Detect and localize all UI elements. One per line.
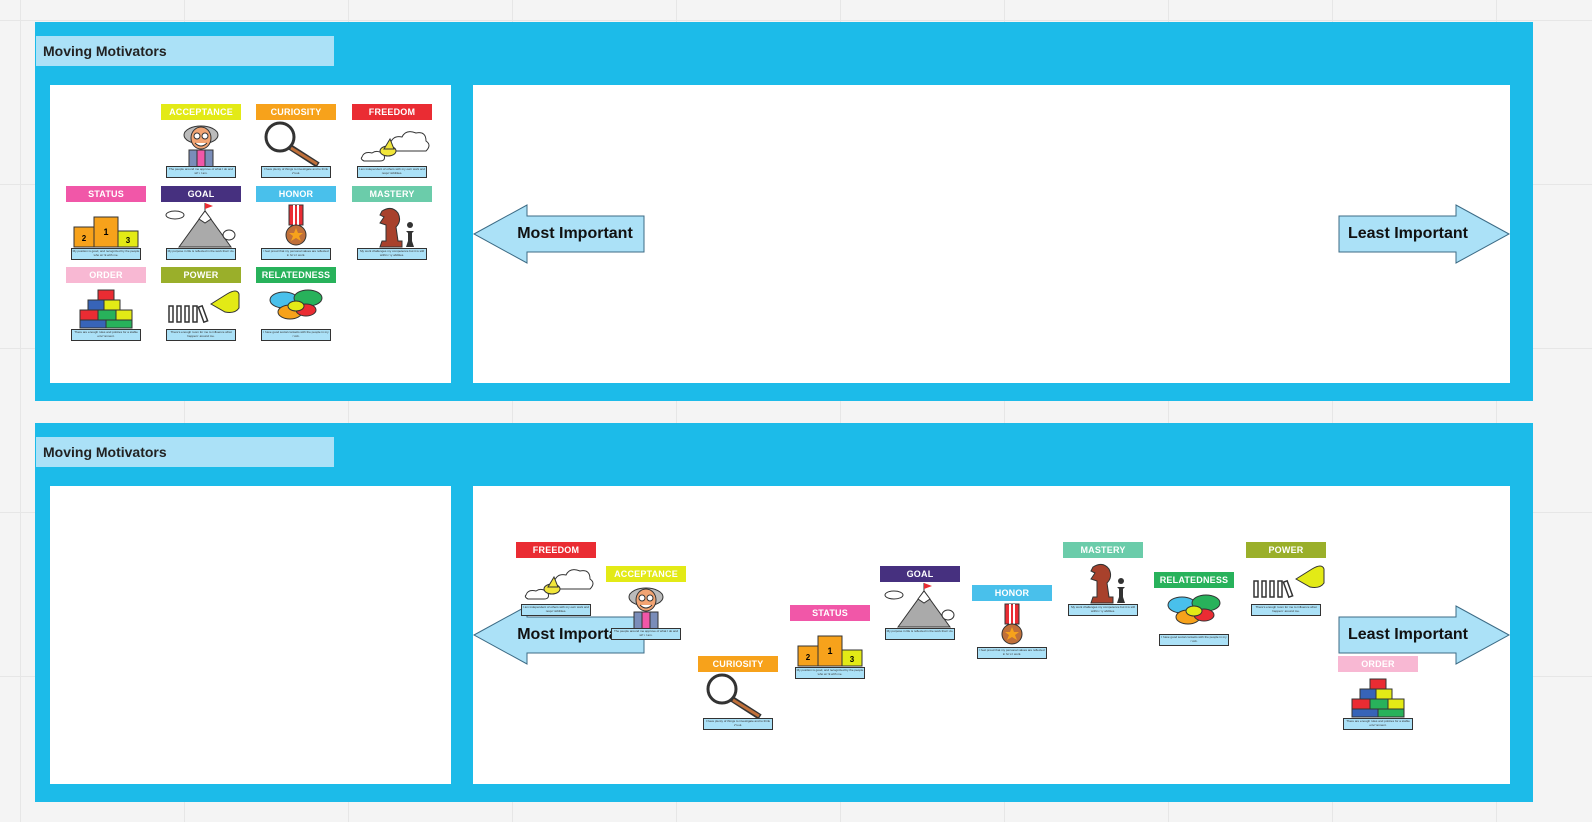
power-icon bbox=[1246, 559, 1326, 605]
card-label: STATUS bbox=[790, 605, 870, 621]
card-label: STATUS bbox=[66, 186, 146, 202]
card-description: I feel proud that my personal values are… bbox=[261, 248, 331, 260]
card-description: I have good social contacts with the peo… bbox=[261, 329, 331, 341]
card-label: CURIOSITY bbox=[698, 656, 778, 672]
card-deck-panel bbox=[50, 486, 451, 784]
card-label: POWER bbox=[1246, 542, 1326, 558]
card-label: GOAL bbox=[880, 566, 960, 582]
svg-text:1: 1 bbox=[103, 227, 108, 237]
ranking-panel bbox=[473, 85, 1510, 383]
card-description: My position is good, and recognized by t… bbox=[795, 667, 865, 679]
acceptance-icon bbox=[161, 121, 241, 168]
motivator-card-freedom[interactable]: FREEDOM I am independent of others with … bbox=[352, 104, 432, 186]
motivator-card-status[interactable]: STATUS 1 2 3 My position is good, and re… bbox=[790, 605, 870, 687]
motivator-card-acceptance[interactable]: ACCEPTANCE The people around me approve … bbox=[606, 566, 686, 648]
honor-icon bbox=[972, 602, 1052, 648]
board-title[interactable]: Moving Motivators bbox=[36, 36, 334, 66]
board-title[interactable]: Moving Motivators bbox=[36, 437, 334, 467]
card-label: MASTERY bbox=[352, 186, 432, 202]
card-label: ACCEPTANCE bbox=[161, 104, 241, 120]
relatedness-icon bbox=[1154, 589, 1234, 635]
motivator-card-power[interactable]: POWER There's enough room for me to infl… bbox=[161, 267, 241, 349]
svg-text:3: 3 bbox=[850, 655, 855, 664]
svg-text:3: 3 bbox=[126, 236, 131, 245]
most-important-label: Most Important bbox=[517, 225, 633, 242]
card-description: There are enough rules and policies for … bbox=[1343, 718, 1413, 730]
svg-text:2: 2 bbox=[806, 653, 811, 662]
svg-text:1: 1 bbox=[827, 646, 832, 656]
card-label: FREEDOM bbox=[516, 542, 596, 558]
card-description: My work challenges my competence but it … bbox=[357, 248, 427, 260]
card-description: I am independent of others with my own w… bbox=[521, 604, 591, 616]
goal-icon bbox=[880, 583, 960, 629]
card-label: ORDER bbox=[1338, 656, 1418, 672]
freedom-icon bbox=[352, 121, 432, 167]
least-important-arrow[interactable]: Least Important bbox=[1338, 204, 1510, 264]
freedom-icon bbox=[516, 559, 596, 605]
motivator-card-status[interactable]: STATUS 1 2 3 My position is good, and re… bbox=[66, 186, 146, 268]
card-label: POWER bbox=[161, 267, 241, 283]
motivator-card-order[interactable]: ORDER There are enough rules and policie… bbox=[1338, 656, 1418, 738]
most-important-arrow[interactable]: Most Important bbox=[473, 204, 645, 264]
motivator-card-goal[interactable]: GOAL My purpose in life is reflected in … bbox=[880, 566, 960, 648]
card-label: RELATEDNESS bbox=[256, 267, 336, 283]
motivator-card-order[interactable]: ORDER There are enough rules and policie… bbox=[66, 267, 146, 349]
motivator-card-goal[interactable]: GOAL My purpose in life is reflected in … bbox=[161, 186, 241, 268]
least-important-arrow[interactable]: Least Important bbox=[1338, 605, 1510, 665]
card-description: My work challenges my competence but it … bbox=[1068, 604, 1138, 616]
mastery-icon bbox=[352, 203, 432, 249]
card-label: RELATEDNESS bbox=[1154, 572, 1234, 588]
card-description: My purpose in life is reflected in the w… bbox=[166, 248, 236, 260]
card-label: ORDER bbox=[66, 267, 146, 283]
motivator-card-relatedness[interactable]: RELATEDNESS I have good social contacts … bbox=[1154, 572, 1234, 654]
motivator-card-curiosity[interactable]: CURIOSITY I have plenty of things to inv… bbox=[256, 104, 336, 186]
most-important-label: Most Important bbox=[517, 626, 633, 643]
card-description: The people around me approve of what I d… bbox=[611, 628, 681, 640]
board-1: Moving Motivators bbox=[35, 22, 1533, 401]
card-description: There's enough room for me to influence … bbox=[1251, 604, 1321, 616]
motivator-card-honor[interactable]: HONOR I feel proud that my personal valu… bbox=[256, 186, 336, 268]
least-important-label: Least Important bbox=[1347, 225, 1468, 242]
card-description: The people around me approve of what I d… bbox=[166, 166, 236, 178]
card-description: My position is good, and recognized by t… bbox=[71, 248, 141, 260]
card-description: I am independent of others with my own w… bbox=[357, 166, 427, 178]
card-description: I have good social contacts with the peo… bbox=[1159, 634, 1229, 646]
curiosity-icon bbox=[698, 673, 778, 720]
acceptance-icon bbox=[606, 583, 686, 630]
card-description: I have plenty of things to investigate a… bbox=[261, 166, 331, 178]
order-icon bbox=[1338, 673, 1418, 719]
motivator-card-mastery[interactable]: MASTERY My work challenges my competence… bbox=[1063, 542, 1143, 624]
card-description: I have plenty of things to investigate a… bbox=[703, 718, 773, 730]
order-icon bbox=[66, 284, 146, 330]
card-label: GOAL bbox=[161, 186, 241, 202]
least-important-label: Least Important bbox=[1347, 626, 1468, 643]
card-description: My purpose in life is reflected in the w… bbox=[885, 628, 955, 640]
curiosity-icon bbox=[256, 121, 336, 168]
honor-icon bbox=[256, 203, 336, 249]
most-important-arrow[interactable]: Most Important bbox=[473, 605, 645, 665]
motivator-card-acceptance[interactable]: ACCEPTANCE The people around me approve … bbox=[161, 104, 241, 186]
motivator-card-power[interactable]: POWER There's enough room for me to infl… bbox=[1246, 542, 1326, 624]
motivator-card-relatedness[interactable]: RELATEDNESS I have good social contacts … bbox=[256, 267, 336, 349]
status-icon: 1 2 3 bbox=[790, 622, 870, 668]
card-description: There are enough rules and policies for … bbox=[71, 329, 141, 341]
power-icon bbox=[161, 284, 241, 330]
relatedness-icon bbox=[256, 284, 336, 330]
motivator-card-honor[interactable]: HONOR I feel proud that my personal valu… bbox=[972, 585, 1052, 667]
card-description: There's enough room for me to influence … bbox=[166, 329, 236, 341]
motivator-card-freedom[interactable]: FREEDOM I am independent of others with … bbox=[516, 542, 596, 624]
card-label: HONOR bbox=[256, 186, 336, 202]
card-label: MASTERY bbox=[1063, 542, 1143, 558]
goal-icon bbox=[161, 203, 241, 249]
mastery-icon bbox=[1063, 559, 1143, 605]
motivator-card-curiosity[interactable]: CURIOSITY I have plenty of things to inv… bbox=[698, 656, 778, 738]
card-label: CURIOSITY bbox=[256, 104, 336, 120]
card-label: FREEDOM bbox=[352, 104, 432, 120]
status-icon: 1 2 3 bbox=[66, 203, 146, 249]
motivator-card-mastery[interactable]: MASTERY My work challenges my competence… bbox=[352, 186, 432, 268]
card-label: HONOR bbox=[972, 585, 1052, 601]
card-description: I feel proud that my personal values are… bbox=[977, 647, 1047, 659]
card-label: ACCEPTANCE bbox=[606, 566, 686, 582]
svg-text:2: 2 bbox=[82, 234, 87, 243]
